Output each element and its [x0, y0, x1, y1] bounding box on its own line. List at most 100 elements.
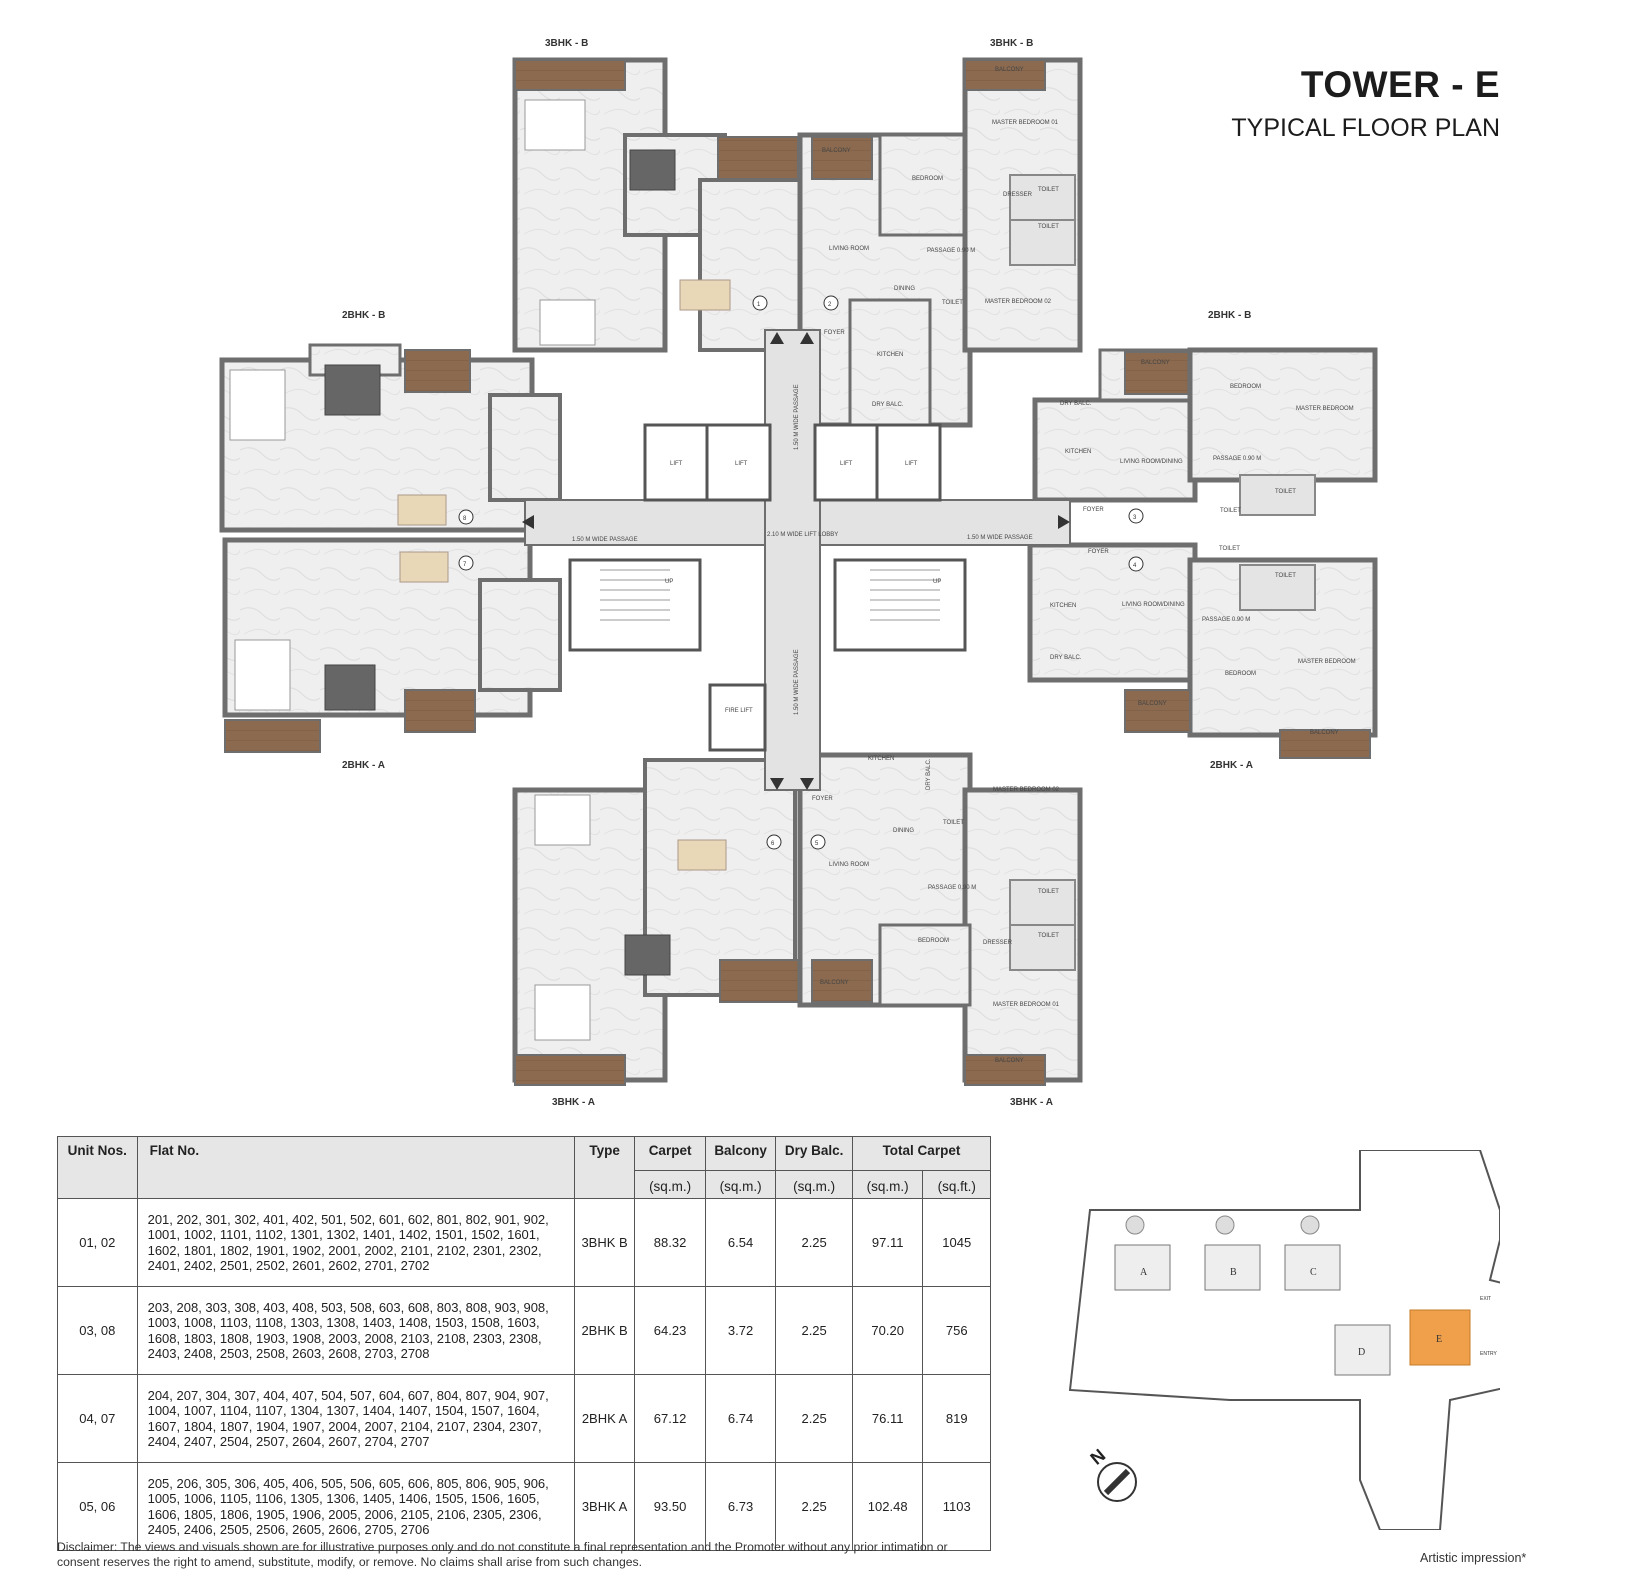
room-master-bedroom-02: MASTER BEDROOM 02 — [985, 299, 1052, 305]
unit-sqft: (sq.ft.) — [922, 1170, 991, 1199]
cell-dry-balc: 2.25 — [775, 1286, 853, 1375]
stair-up: UP — [933, 579, 941, 585]
header-carpet: Carpet — [634, 1136, 706, 1171]
cell-flats: 204, 207, 304, 307, 404, 407, 504, 507, … — [136, 1374, 575, 1463]
label-2bhk-a-right: 2BHK - A — [1210, 760, 1253, 771]
artistic-impression-note: Artistic impression* — [1420, 1551, 1527, 1565]
label-3bhk-b-top-right: 3BHK - B — [990, 38, 1033, 49]
room-dry-balcony: DRY BALC. — [872, 402, 904, 408]
cell-type: 2BHK A — [573, 1374, 636, 1463]
room-living-dining: LIVING ROOM/DINING — [1120, 459, 1183, 465]
cell-type: 2BHK B — [573, 1286, 636, 1375]
flat-number-2: 2 — [828, 302, 832, 308]
flat-number-markers: 1 2 3 4 5 6 7 8 — [458, 295, 1144, 850]
tower-c-label: C — [1310, 1267, 1317, 1278]
plan-title: TOWER - E TYPICAL FLOOR PLAN — [1170, 64, 1500, 143]
flat-number-6: 6 — [771, 841, 775, 847]
flat-number-7: 7 — [463, 562, 467, 568]
unit-4-2bhk-a-right-lower — [1027, 542, 1378, 759]
tower-name: TOWER - E — [1300, 64, 1500, 105]
cell-total-sqft: 756 — [922, 1286, 991, 1375]
label-2bhk-b-right: 2BHK - B — [1208, 310, 1251, 321]
cell-dry-balc: 2.25 — [775, 1462, 853, 1551]
table-row: 05, 06 205, 206, 305, 306, 405, 406, 505… — [57, 1462, 991, 1551]
room-balcony: BALCONY — [822, 148, 851, 154]
cell-flats: 203, 208, 303, 308, 403, 408, 503, 508, … — [136, 1286, 575, 1375]
room-dresser: DRESSER — [1003, 192, 1033, 198]
room-balcony: BALCONY — [995, 67, 1024, 73]
label-3bhk-a-bottom-right: 3BHK - A — [1010, 1097, 1053, 1108]
cell-carpet: 67.12 — [634, 1374, 706, 1463]
stair-up: UP — [665, 579, 673, 585]
cell-carpet: 64.23 — [634, 1286, 706, 1375]
unit-5-3bhk-a-bottom-right — [797, 752, 1083, 1086]
room-living-room: LIVING ROOM — [829, 862, 869, 868]
cell-carpet: 88.32 — [634, 1198, 706, 1287]
room-balcony: BALCONY — [1310, 730, 1339, 736]
fire-lift: FIRE LIFT — [725, 708, 753, 714]
room-toilet: TOILET — [1275, 573, 1296, 579]
room-balcony: BALCONY — [995, 1058, 1024, 1064]
room-master-bedroom-02: MASTER BEDROOM 02 — [993, 787, 1060, 793]
room-dry-balcony: DRY BALC. — [1050, 655, 1082, 661]
passage-right: 1.50 M WIDE PASSAGE — [967, 535, 1033, 541]
cell-total-sqft: 1045 — [922, 1198, 991, 1287]
room-passage: PASSAGE 0.90 M — [1213, 456, 1261, 462]
cell-flats: 201, 202, 301, 302, 401, 402, 501, 502, … — [136, 1198, 575, 1287]
room-living-dining: LIVING ROOM/DINING — [1122, 602, 1185, 608]
cell-balcony: 6.54 — [704, 1198, 777, 1287]
header-dry-balc: Dry Balc. — [775, 1136, 853, 1171]
header-total-carpet: Total Carpet — [851, 1136, 992, 1171]
label-2bhk-b-left: 2BHK - B — [342, 310, 385, 321]
room-toilet: TOILET — [1220, 508, 1241, 514]
tower-d-label: D — [1358, 1347, 1365, 1358]
label-3bhk-b-top-left: 3BHK - B — [545, 38, 588, 49]
room-dry-balcony: DRY BALC. — [1060, 401, 1092, 407]
header-flat-no: Flat No. — [136, 1136, 575, 1199]
room-dining: DINING — [893, 828, 914, 834]
unit-sqm: (sq.m.) — [775, 1170, 853, 1199]
room-bedroom: BEDROOM — [912, 176, 943, 182]
room-bedroom: BEDROOM — [1230, 384, 1261, 390]
room-toilet: TOILET — [1038, 224, 1059, 230]
table-row: 04, 07 204, 207, 304, 307, 404, 407, 504… — [57, 1374, 991, 1463]
room-foyer: FOYER — [1083, 507, 1104, 513]
flat-number-1: 1 — [757, 302, 761, 308]
room-kitchen: KITCHEN — [868, 756, 894, 762]
lift: LIFT — [670, 461, 683, 467]
lift-lobby: 2.10 M WIDE LIFT LOBBY — [767, 532, 838, 538]
cell-total-sqft: 1103 — [922, 1462, 991, 1551]
room-passage: PASSAGE 0.90 M — [928, 885, 976, 891]
room-toilet: TOILET — [943, 820, 964, 826]
room-toilet: TOILET — [1038, 187, 1059, 193]
unit-6-3bhk-a-bottom-left — [512, 758, 801, 1086]
label-2bhk-a-left: 2BHK - A — [342, 760, 385, 771]
room-master-bedroom: MASTER BEDROOM — [1298, 659, 1356, 665]
room-dry-balcony: DRY BALC. — [926, 758, 932, 790]
floor-plan: 3BHK - B 3BHK - B 2BHK - B 2BHK - B 2BHK… — [219, 38, 1378, 1108]
room-dresser: DRESSER — [983, 940, 1013, 946]
cell-balcony: 3.72 — [704, 1286, 777, 1375]
flat-number-8: 8 — [463, 516, 467, 522]
passage-vertical-top: 1.50 M WIDE PASSAGE — [794, 384, 800, 450]
room-balcony: BALCONY — [1141, 360, 1170, 366]
tower-b-label: B — [1230, 1267, 1237, 1278]
room-kitchen: KITCHEN — [877, 352, 903, 358]
unit-sqm: (sq.m.) — [704, 1170, 777, 1199]
cell-total-sqft: 819 — [922, 1374, 991, 1463]
cell-carpet: 93.50 — [634, 1462, 706, 1551]
core-lobby — [522, 329, 1071, 791]
cell-units: 03, 08 — [57, 1286, 138, 1375]
room-master-bedroom-01: MASTER BEDROOM 01 — [992, 120, 1059, 126]
disclaimer: Disclaimer: The views and visuals shown … — [57, 1540, 948, 1569]
room-kitchen: KITCHEN — [1050, 603, 1076, 609]
cell-units: 05, 06 — [57, 1462, 138, 1551]
room-toilet: TOILET — [1219, 546, 1240, 552]
tower-e-label: E — [1436, 1334, 1442, 1345]
cell-total-sqm: 70.20 — [851, 1286, 924, 1375]
cell-dry-balc: 2.25 — [775, 1198, 853, 1287]
header-balcony: Balcony — [704, 1136, 777, 1171]
cell-units: 01, 02 — [57, 1198, 138, 1287]
room-foyer: FOYER — [812, 796, 833, 802]
plan-subtitle: TYPICAL FLOOR PLAN — [1231, 114, 1500, 142]
